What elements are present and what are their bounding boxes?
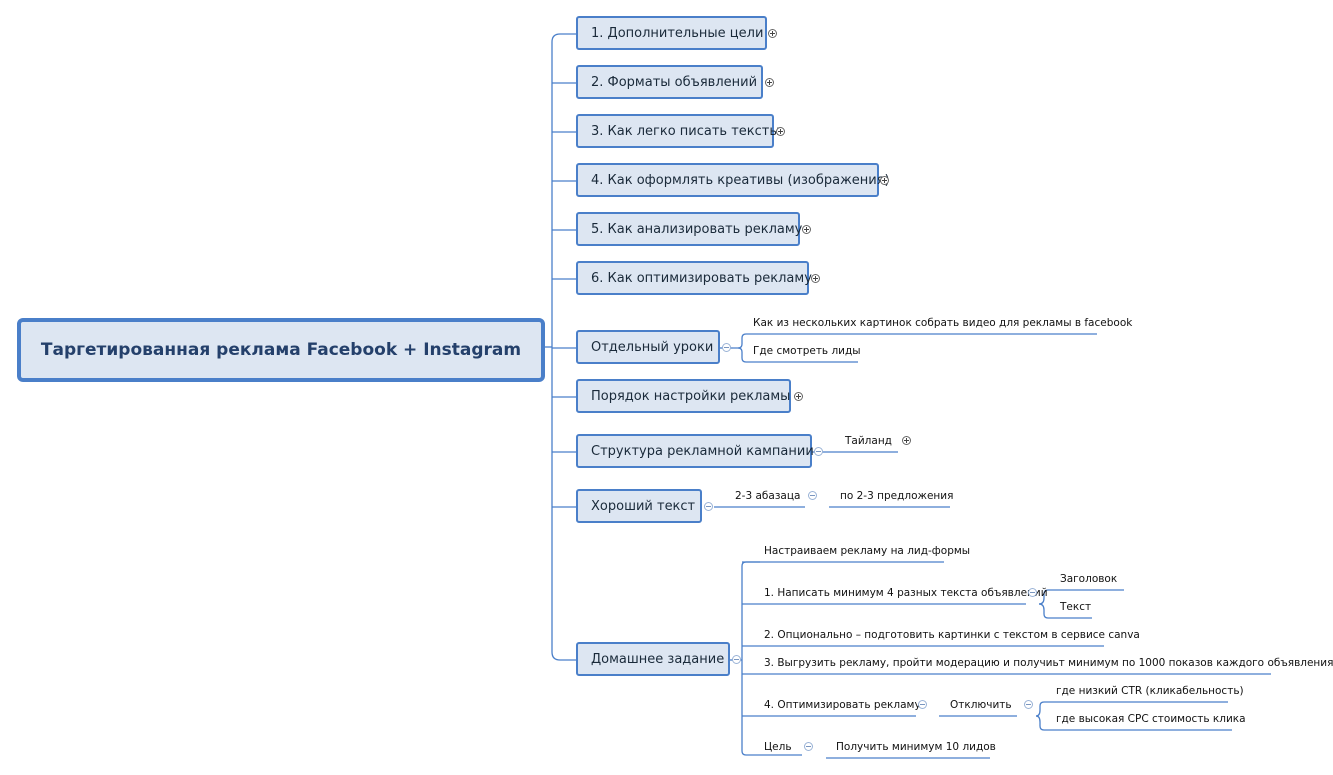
leaf-optimize[interactable]: 4. Оптимизировать рекламу xyxy=(764,699,921,711)
collapse-icon[interactable] xyxy=(1028,588,1037,597)
leaf-headline[interactable]: Заголовок xyxy=(1060,573,1118,585)
expand-icon[interactable] xyxy=(902,436,911,445)
expand-icon[interactable] xyxy=(802,225,811,234)
collapse-icon[interactable] xyxy=(814,447,823,456)
collapse-icon[interactable] xyxy=(722,343,731,352)
collapse-icon[interactable] xyxy=(1024,700,1033,709)
branch-additional-goals[interactable]: 1. Дополнительные цели xyxy=(576,16,767,50)
branch-setup-order[interactable]: Порядок настройки рекламы xyxy=(576,379,791,413)
leaf-video-from-pictures[interactable]: Как из нескольких картинок собрать видео… xyxy=(753,317,1133,329)
branch-homework[interactable]: Домашнее задание xyxy=(576,642,730,676)
leaf-low-ctr[interactable]: где низкий CTR (кликабельность) xyxy=(1056,685,1244,697)
expand-icon[interactable] xyxy=(768,29,777,38)
expand-icon[interactable] xyxy=(776,127,785,136)
mind-map: Таргетированная реклама Facebook + Insta… xyxy=(17,16,1333,759)
collapse-icon[interactable] xyxy=(808,491,817,500)
leaf-disable[interactable]: Отключить xyxy=(950,699,1012,711)
expand-icon[interactable] xyxy=(880,176,889,185)
leaf-goal[interactable]: Цель xyxy=(764,741,792,753)
branch-analyze-ads[interactable]: 5. Как анализировать рекламу xyxy=(576,212,802,246)
root-topic[interactable]: Таргетированная реклама Facebook + Insta… xyxy=(17,318,545,382)
collapse-icon[interactable] xyxy=(804,742,813,751)
expand-icon[interactable] xyxy=(765,78,774,87)
expand-icon[interactable] xyxy=(811,274,820,283)
leaf-thailand[interactable]: Тайланд xyxy=(845,435,892,447)
branch-campaign-structure[interactable]: Структура рекламной кампании xyxy=(576,434,814,468)
collapse-icon[interactable] xyxy=(704,502,713,511)
branch-ad-formats[interactable]: 2. Форматы объявлений xyxy=(576,65,763,99)
branch-optimize-ads[interactable]: 6. Как оптимизировать рекламу xyxy=(576,261,812,295)
collapse-icon[interactable] xyxy=(732,655,741,664)
leaf-write-texts[interactable]: 1. Написать минимум 4 разных текста объя… xyxy=(764,587,1048,599)
leaf-ten-leads[interactable]: Получить минимум 10 лидов xyxy=(836,741,996,753)
branch-good-text[interactable]: Хороший текст xyxy=(576,489,702,523)
branch-separate-lessons[interactable]: Отдельный уроки xyxy=(576,330,720,364)
branch-creatives[interactable]: 4. Как оформлять креативы (изображения) xyxy=(576,163,890,197)
collapse-icon[interactable] xyxy=(918,700,927,709)
leaf-paragraphs[interactable]: 2-3 абазаца xyxy=(735,490,801,502)
leaf-sentences[interactable]: по 2-3 предложения xyxy=(840,490,954,502)
leaf-upload-ads[interactable]: 3. Выгрузить рекламу, пройти модерацию и… xyxy=(764,657,1333,669)
leaf-text[interactable]: Текст xyxy=(1060,601,1092,613)
leaf-lead-forms[interactable]: Настраиваем рекламу на лид-формы xyxy=(764,545,971,557)
connector-lines xyxy=(541,33,1271,759)
leaf-canva[interactable]: 2. Опционально – подготовить картинки с … xyxy=(764,629,1140,641)
leaf-high-cpc[interactable]: где высокая CPC стоимость клика xyxy=(1056,713,1246,725)
expand-icon[interactable] xyxy=(794,392,803,401)
leaf-where-leads[interactable]: Где смотреть лиды xyxy=(753,345,861,357)
branch-writing-texts[interactable]: 3. Как легко писать тексты xyxy=(576,114,780,148)
